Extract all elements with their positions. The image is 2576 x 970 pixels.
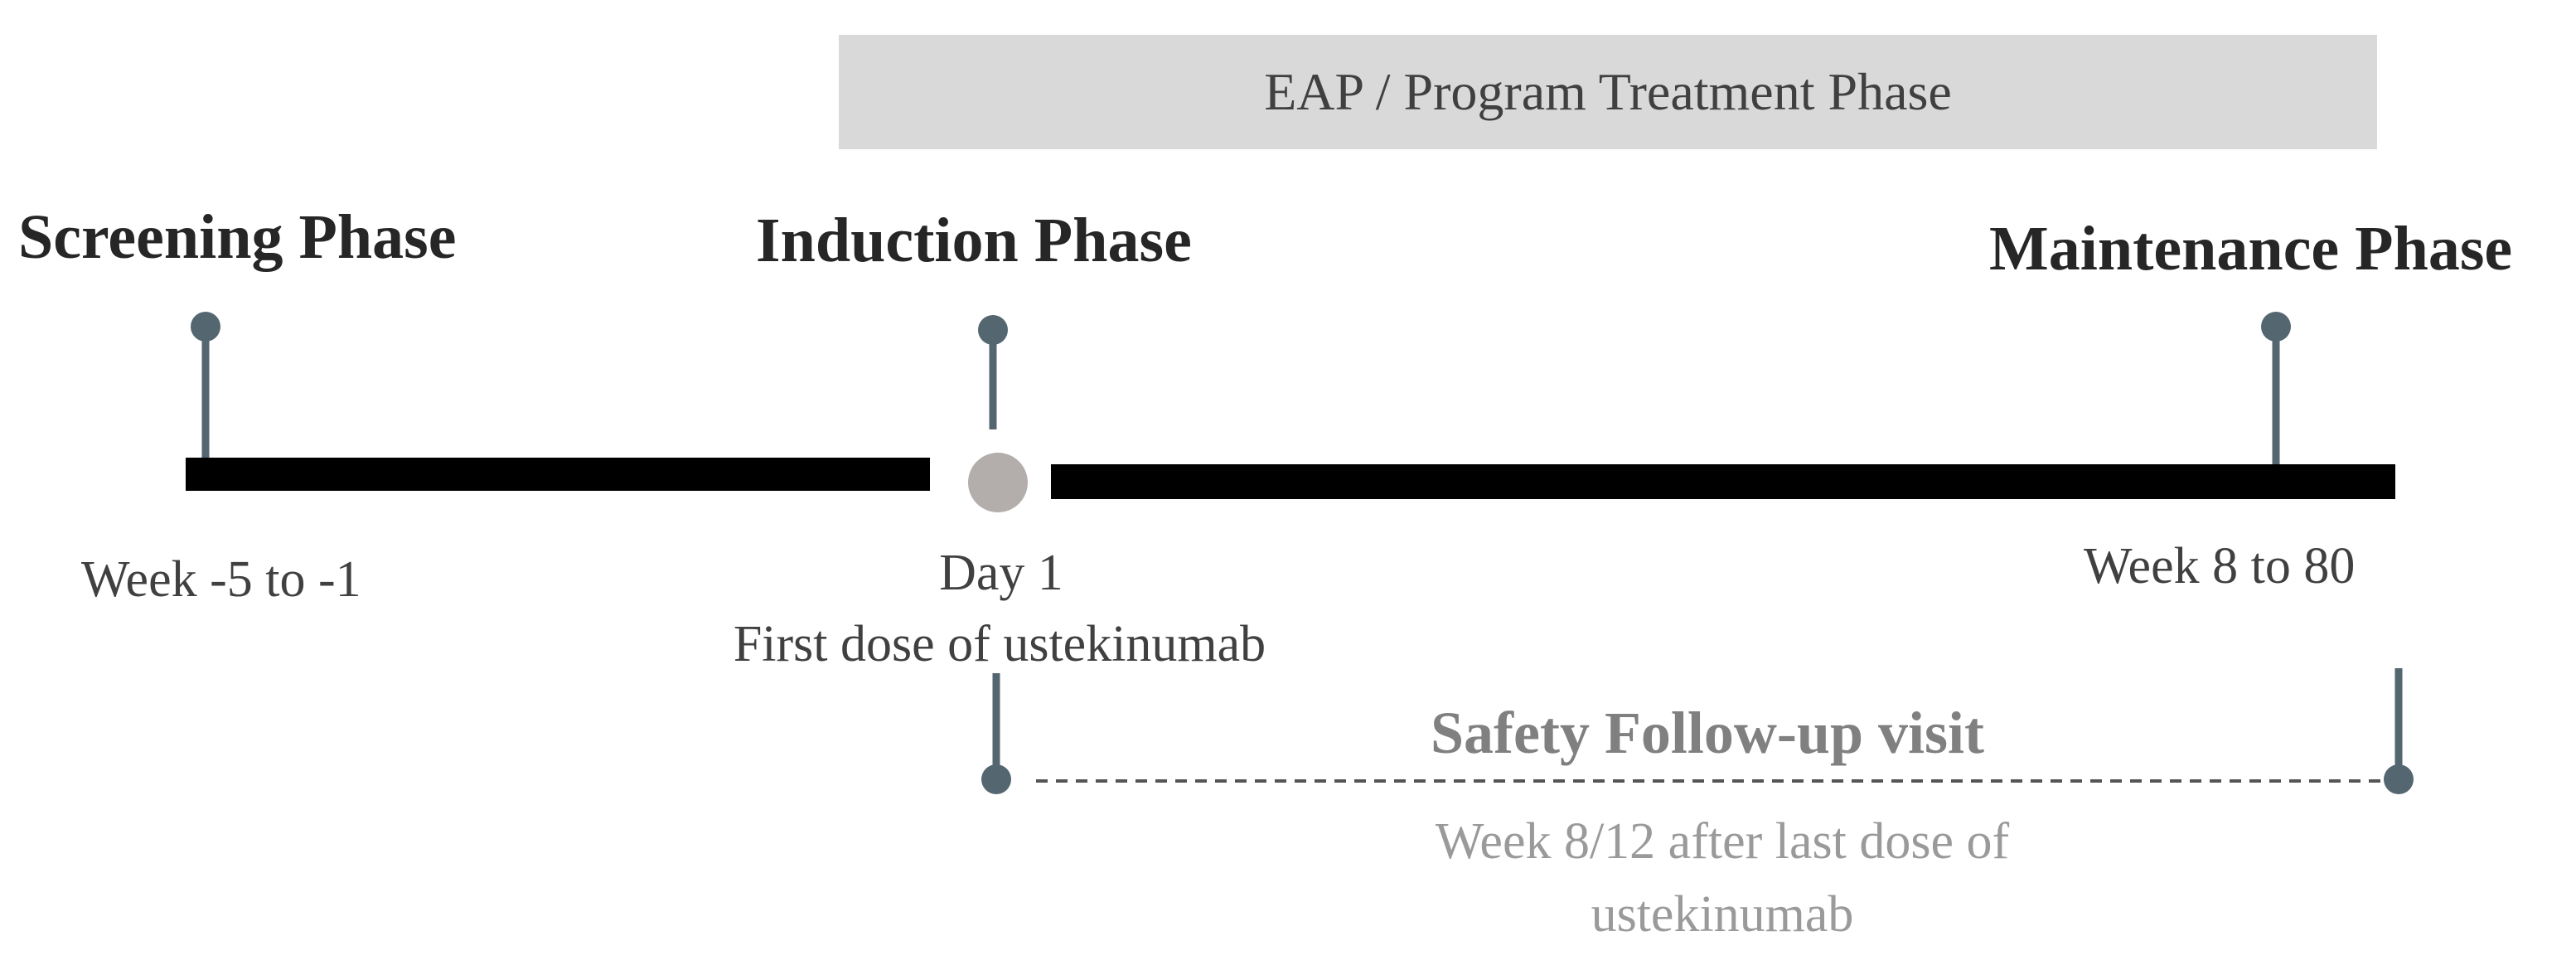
safety-followup-line1: Week 8/12 after last dose of xyxy=(1435,813,2010,870)
first-dose-label: First dose of ustekinumab xyxy=(733,616,1266,672)
timeline-bar-screening xyxy=(186,458,930,491)
maintenance-pin-head xyxy=(2261,312,2291,342)
treatment-phase-banner: EAP / Program Treatment Phase xyxy=(839,35,2377,149)
induction-phase-title: Induction Phase xyxy=(756,206,1192,275)
screening-phase-title: Screening Phase xyxy=(18,202,457,272)
safety-followup-title: Safety Follow-up visit xyxy=(1430,700,1985,766)
maintenance-weeks-label: Week 8 to 80 xyxy=(2084,538,2356,594)
treatment-phase-banner-text: EAP / Program Treatment Phase xyxy=(1264,62,1952,121)
safety-followup-line2: ustekinumab xyxy=(1591,886,1854,943)
screening-pin-head xyxy=(191,312,220,342)
safety-left-pin-head xyxy=(981,764,1011,794)
induction-pin-head xyxy=(978,315,1008,345)
maintenance-phase-title: Maintenance Phase xyxy=(1989,214,2513,284)
safety-right-pin-head xyxy=(2384,764,2414,794)
day1-label: Day 1 xyxy=(939,545,1063,601)
timeline-bar-treatment xyxy=(1051,464,2395,499)
screening-weeks-label: Week -5 to -1 xyxy=(81,551,361,608)
day1-circle-marker xyxy=(968,453,1028,512)
